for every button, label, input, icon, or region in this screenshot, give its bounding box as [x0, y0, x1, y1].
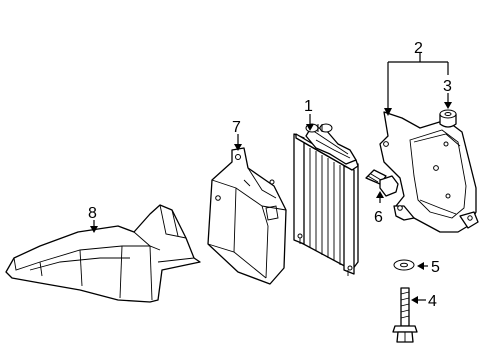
callout-3: 3: [443, 78, 452, 95]
part-2-bracket: [379, 111, 479, 233]
callout-4: 4: [428, 293, 437, 310]
callout-7: 7: [232, 119, 241, 136]
callout-2: 2: [414, 40, 423, 57]
callout-8: 8: [88, 205, 97, 222]
callout-5: 5: [431, 259, 440, 276]
part-3-grommet: [439, 109, 457, 128]
callout-1: 1: [304, 98, 313, 115]
part-6-bolt: [365, 169, 399, 197]
part-7-shroud: [207, 147, 287, 285]
leader-lines: [90, 52, 452, 304]
part-5-washer: [393, 259, 415, 271]
callout-6: 6: [374, 209, 383, 226]
part-1-oil-cooler: [293, 123, 359, 276]
part-8-air-duct: [5, 204, 201, 303]
part-4-bolt: [392, 287, 418, 343]
